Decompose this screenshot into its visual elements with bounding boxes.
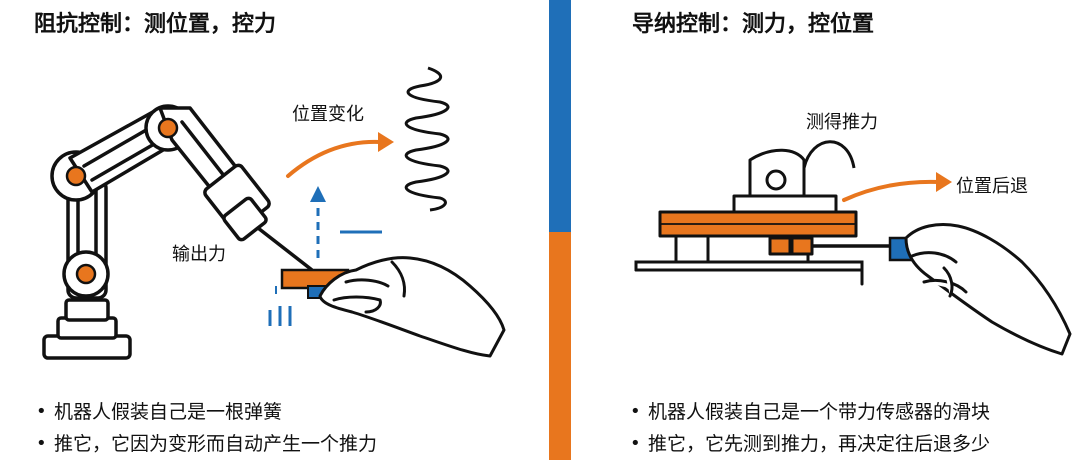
bullet-item: 推它，它先测到推力，再决定往后退多少 [628, 428, 990, 460]
divider-blue [549, 0, 571, 232]
probe-rod [256, 226, 314, 272]
admittance-title: 导纳控制：测力，控位置 [632, 12, 875, 37]
spring-icon [404, 66, 450, 212]
impedance-illustration [42, 66, 506, 360]
hand-icon [318, 256, 506, 358]
arrow-icon [842, 179, 942, 202]
impedance-panel: 阻抗控制：测位置，控力 [0, 0, 548, 460]
divider-orange [549, 232, 571, 460]
slider-sensor-icon [658, 140, 858, 262]
label-output-force: 输出力 [172, 244, 226, 265]
label-measured-push: 测得推力 [806, 112, 878, 133]
robot-joint-dots [65, 117, 179, 285]
arrow-icon [286, 139, 382, 178]
rail [634, 260, 864, 286]
hand-icon [904, 223, 1072, 356]
bullet-item: 推它，它因为变形而自动产生一个推力 [34, 428, 377, 460]
impedance-bullets: 机器人假装自己是一根弹簧 推它，它因为变形而自动产生一个推力 [34, 396, 377, 460]
label-position-change: 位置变化 [292, 104, 364, 125]
impedance-title: 阻抗控制：测位置，控力 [34, 12, 277, 37]
admittance-bullets: 机器人假装自己是一个带力传感器的滑块 推它，它先测到推力，再决定往后退多少 [628, 396, 990, 460]
bullet-item: 机器人假装自己是一根弹簧 [34, 396, 377, 428]
admittance-illustration [634, 140, 1072, 356]
bullet-item: 机器人假装自己是一个带力传感器的滑块 [628, 396, 990, 428]
label-position-retreat: 位置后退 [956, 176, 1028, 197]
admittance-panel: 导纳控制：测力，控位置 [572, 0, 1080, 460]
robot-arm-icon [42, 104, 271, 360]
